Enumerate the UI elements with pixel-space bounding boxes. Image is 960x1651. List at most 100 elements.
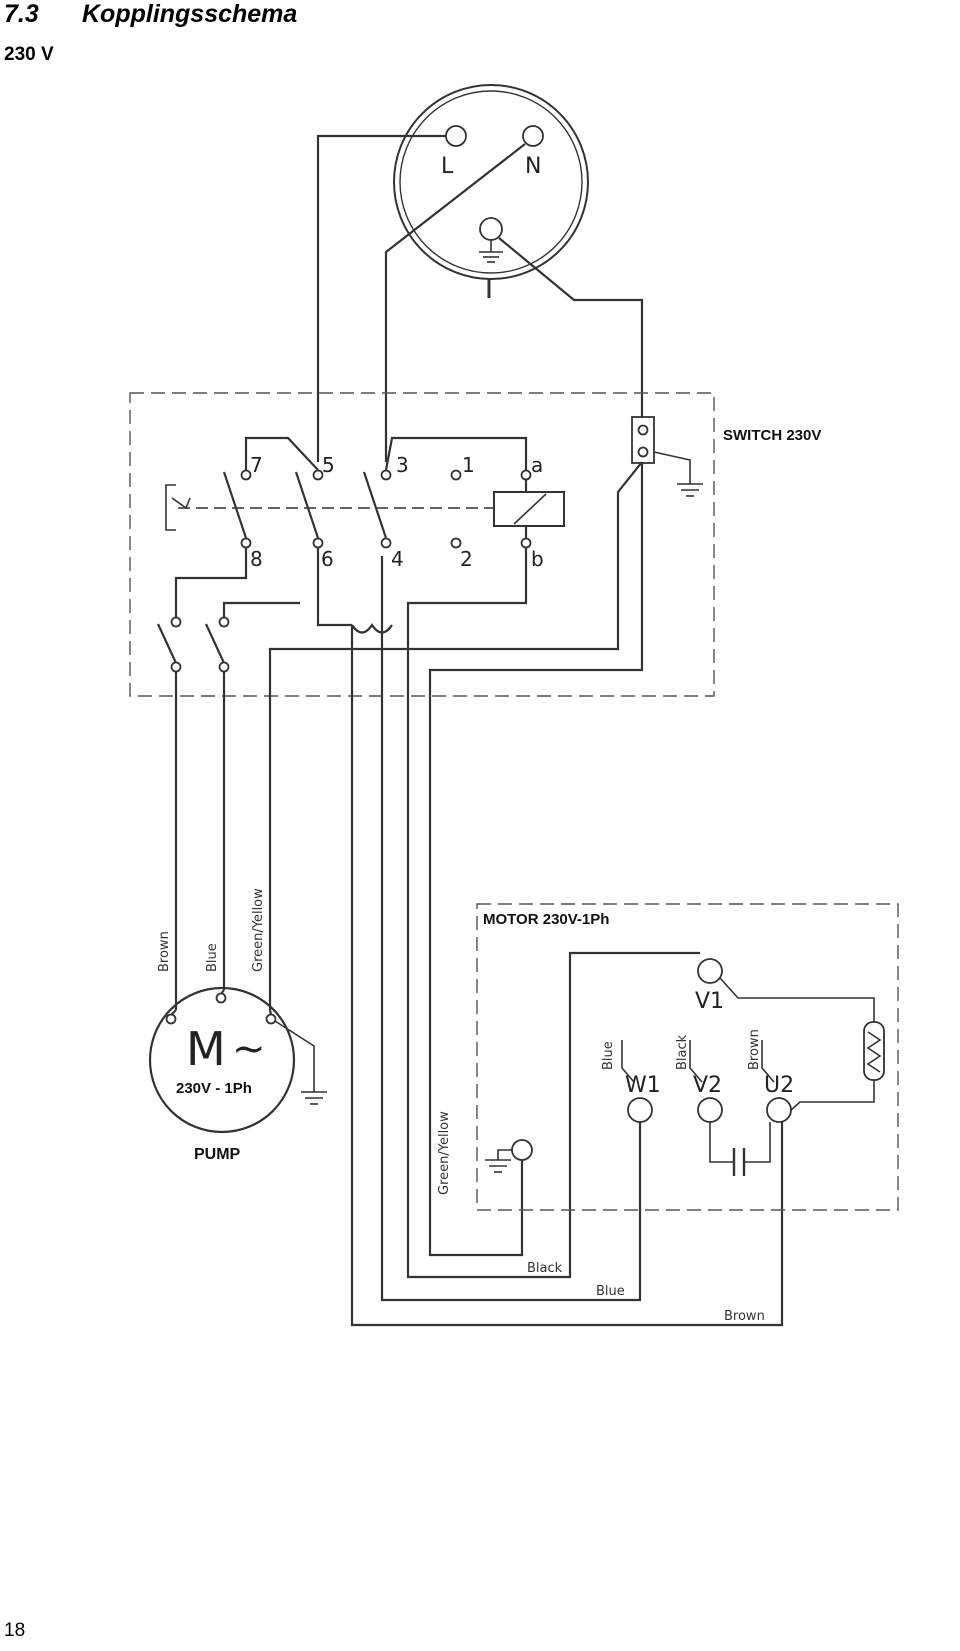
switch-terminal-2 [450,537,462,549]
switch-label-1: 1 [462,453,475,477]
switch-label-3: 3 [396,453,409,477]
switch-terminal-3 [380,469,392,481]
wire-6-out [316,547,352,627]
bridge-7-5 [244,436,319,471]
wire-green-yellow-to-motor [428,1000,524,1257]
pump-terminal-brown [165,1013,177,1025]
switch-terminal-1 [450,469,462,481]
capacitor-lead-left [709,1122,734,1163]
wire-black-to-V1 [406,951,700,1279]
bridge-3-a [384,436,528,471]
switch-label-4: 4 [391,547,404,571]
pump-wire-blue-label: Blue [205,943,220,972]
wire-b-out [406,547,528,1000]
thermal-protector [863,1021,885,1081]
switch-label-7: 7 [250,453,263,477]
section-number: 7.3 [4,0,39,28]
motor-wire-blue-label: Blue [601,1041,616,1070]
page-number: 18 [4,1620,26,1641]
motor-terminal-V2 [697,1097,723,1123]
motor-brown-lead [761,1040,775,1083]
motor-label-V1: V1 [695,989,724,1014]
lower-blade-left [157,623,177,664]
plug-label-N: N [525,154,541,179]
lower-contact-bottom-left [170,661,182,673]
section-title: Kopplingsschema [82,0,298,28]
switch-earth-lead [653,451,691,484]
relay-coil-mark [513,493,547,525]
pump-earth-wire-lead [268,1009,273,1016]
pump-wire-brown-label: Brown [157,931,172,972]
pump-ac-symbol: ~ [232,1026,266,1072]
contact-blade-7-8 [222,471,248,539]
motor-terminal-W1 [627,1097,653,1123]
switch-label-b: b [531,547,544,571]
pump-brown-lead [170,1009,177,1016]
plug-socket: L N [393,84,589,298]
wire-8-to-contact [174,547,248,618]
wire-4-to-contact [222,601,300,618]
switch-terminal-a [520,469,532,481]
lower-contact-bottom-right [218,661,230,673]
switch-terminal-4 [380,537,392,549]
motor-wire-brown-label: Brown [747,1029,762,1070]
motor-blue-lead [621,1040,635,1083]
pushbutton-icon [165,484,176,531]
switch-earth-icon [677,483,703,497]
pump-wire-green-yellow-label: Green/Yellow [251,888,266,972]
contact-blade-5-6 [294,471,320,539]
switch-label-2: 2 [460,547,473,571]
section-heading: 7.3 Kopplingsschema [4,0,297,29]
wire-brown-to-U2 [350,625,784,1327]
switch-terminal-b [520,537,532,549]
plug-terminal-N [522,125,544,147]
earth-block-terminal-top [637,424,649,436]
pump-label: PUMP [194,1146,241,1163]
switch-terminal-5 [312,469,324,481]
motor-label: MOTOR 230V-1Ph [483,911,609,928]
bottom-wire-black-label: Black [527,1261,563,1276]
motor-wire-black-label: Black [675,1034,690,1070]
motor-terminal-earth [511,1139,533,1161]
plug-terminal-earth [479,217,503,241]
thermal-lead-top [719,977,875,1022]
switch-label-5: 5 [322,453,335,477]
pump-earth-lead [274,1020,315,1092]
pump-motor-circle [148,986,296,1134]
lower-blade-right [205,623,225,664]
switch-label: SWITCH 230V [723,427,821,444]
pump: M ~ 230V - 1Ph PUMP Brown Blue Green/Yel… [148,888,327,1163]
plug-terminal-L [445,125,467,147]
pump-motor-symbol: M [186,1022,226,1076]
thermal-zigzag [866,1031,882,1073]
plug-earth-icon [479,240,503,263]
motor-label-W1: W1 [625,1073,661,1098]
wire-blue-to-W1 [380,556,642,1302]
pump-blue-lead [220,989,225,995]
earth-block-terminal-bottom [637,446,649,458]
switch-box: SWITCH 230V 7 5 3 1 a 8 6 4 2 b [129,392,821,1010]
motor-earth-lead [497,1149,512,1160]
lower-contact-top-left [170,616,182,628]
motor-box-outline [476,903,899,1211]
lower-contact-top-right [218,616,230,628]
wire-earth-to-motor [428,462,644,1000]
wire-crossover-humps [351,623,393,634]
wire-earth-plug [498,237,644,418]
switch-label-6: 6 [321,547,334,571]
bottom-wire-brown-label: Brown [724,1309,765,1324]
motor-black-lead [689,1040,703,1083]
plug-inner-ring [399,90,583,274]
contact-blade-3-4 [362,471,388,539]
switch-box-outline [129,392,715,697]
thermal-lead-bottom [790,1080,875,1111]
pump-terminal-earth [265,1013,277,1025]
pump-rating: 230V - 1Ph [176,1080,252,1097]
motor-terminal-V1 [697,958,723,984]
motor-earth-icon [485,1159,511,1173]
plug-wires [316,134,644,462]
pushbutton-arrow [171,497,191,510]
wire-N [384,143,526,462]
pump-earth-icon [301,1091,327,1105]
